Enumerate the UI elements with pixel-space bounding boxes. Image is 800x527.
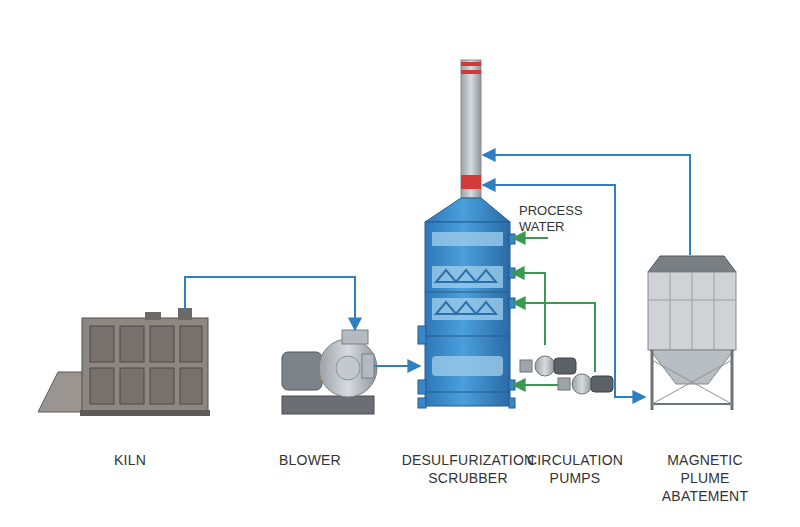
gas-duct <box>483 185 645 397</box>
blower-box: BLOWER <box>278 330 374 416</box>
scrubber-box: DESULFURIZATION SCRUBBER <box>420 58 512 410</box>
water-line <box>512 273 545 345</box>
process-water-line <box>513 238 595 385</box>
gas-duct <box>483 155 690 255</box>
gas-duct <box>374 365 420 367</box>
gas-duct <box>185 277 355 330</box>
pump-box: CIRCULATION PUMPS <box>520 345 615 395</box>
blower-illustration <box>282 330 377 414</box>
kiln-illustration <box>38 308 210 416</box>
scrubber-illustration <box>418 60 515 408</box>
equipment-label: CIRCULATION PUMPS <box>525 451 625 487</box>
stream-label: PROCESS WATER <box>519 203 599 235</box>
equipment-label: DESULFURIZATION SCRUBBER <box>393 451 543 487</box>
equipment-label: MAGNETIC PLUME ABATEMENT <box>658 451 753 505</box>
equipment-label: BLOWER <box>250 451 370 469</box>
abatement-box: MAGNETIC PLUME ABATEMENT <box>645 255 737 411</box>
pump-illustration <box>520 356 613 394</box>
kiln-box: KILN <box>38 312 210 416</box>
equipment-label: KILN <box>70 451 190 469</box>
abatement-illustration <box>648 256 736 410</box>
